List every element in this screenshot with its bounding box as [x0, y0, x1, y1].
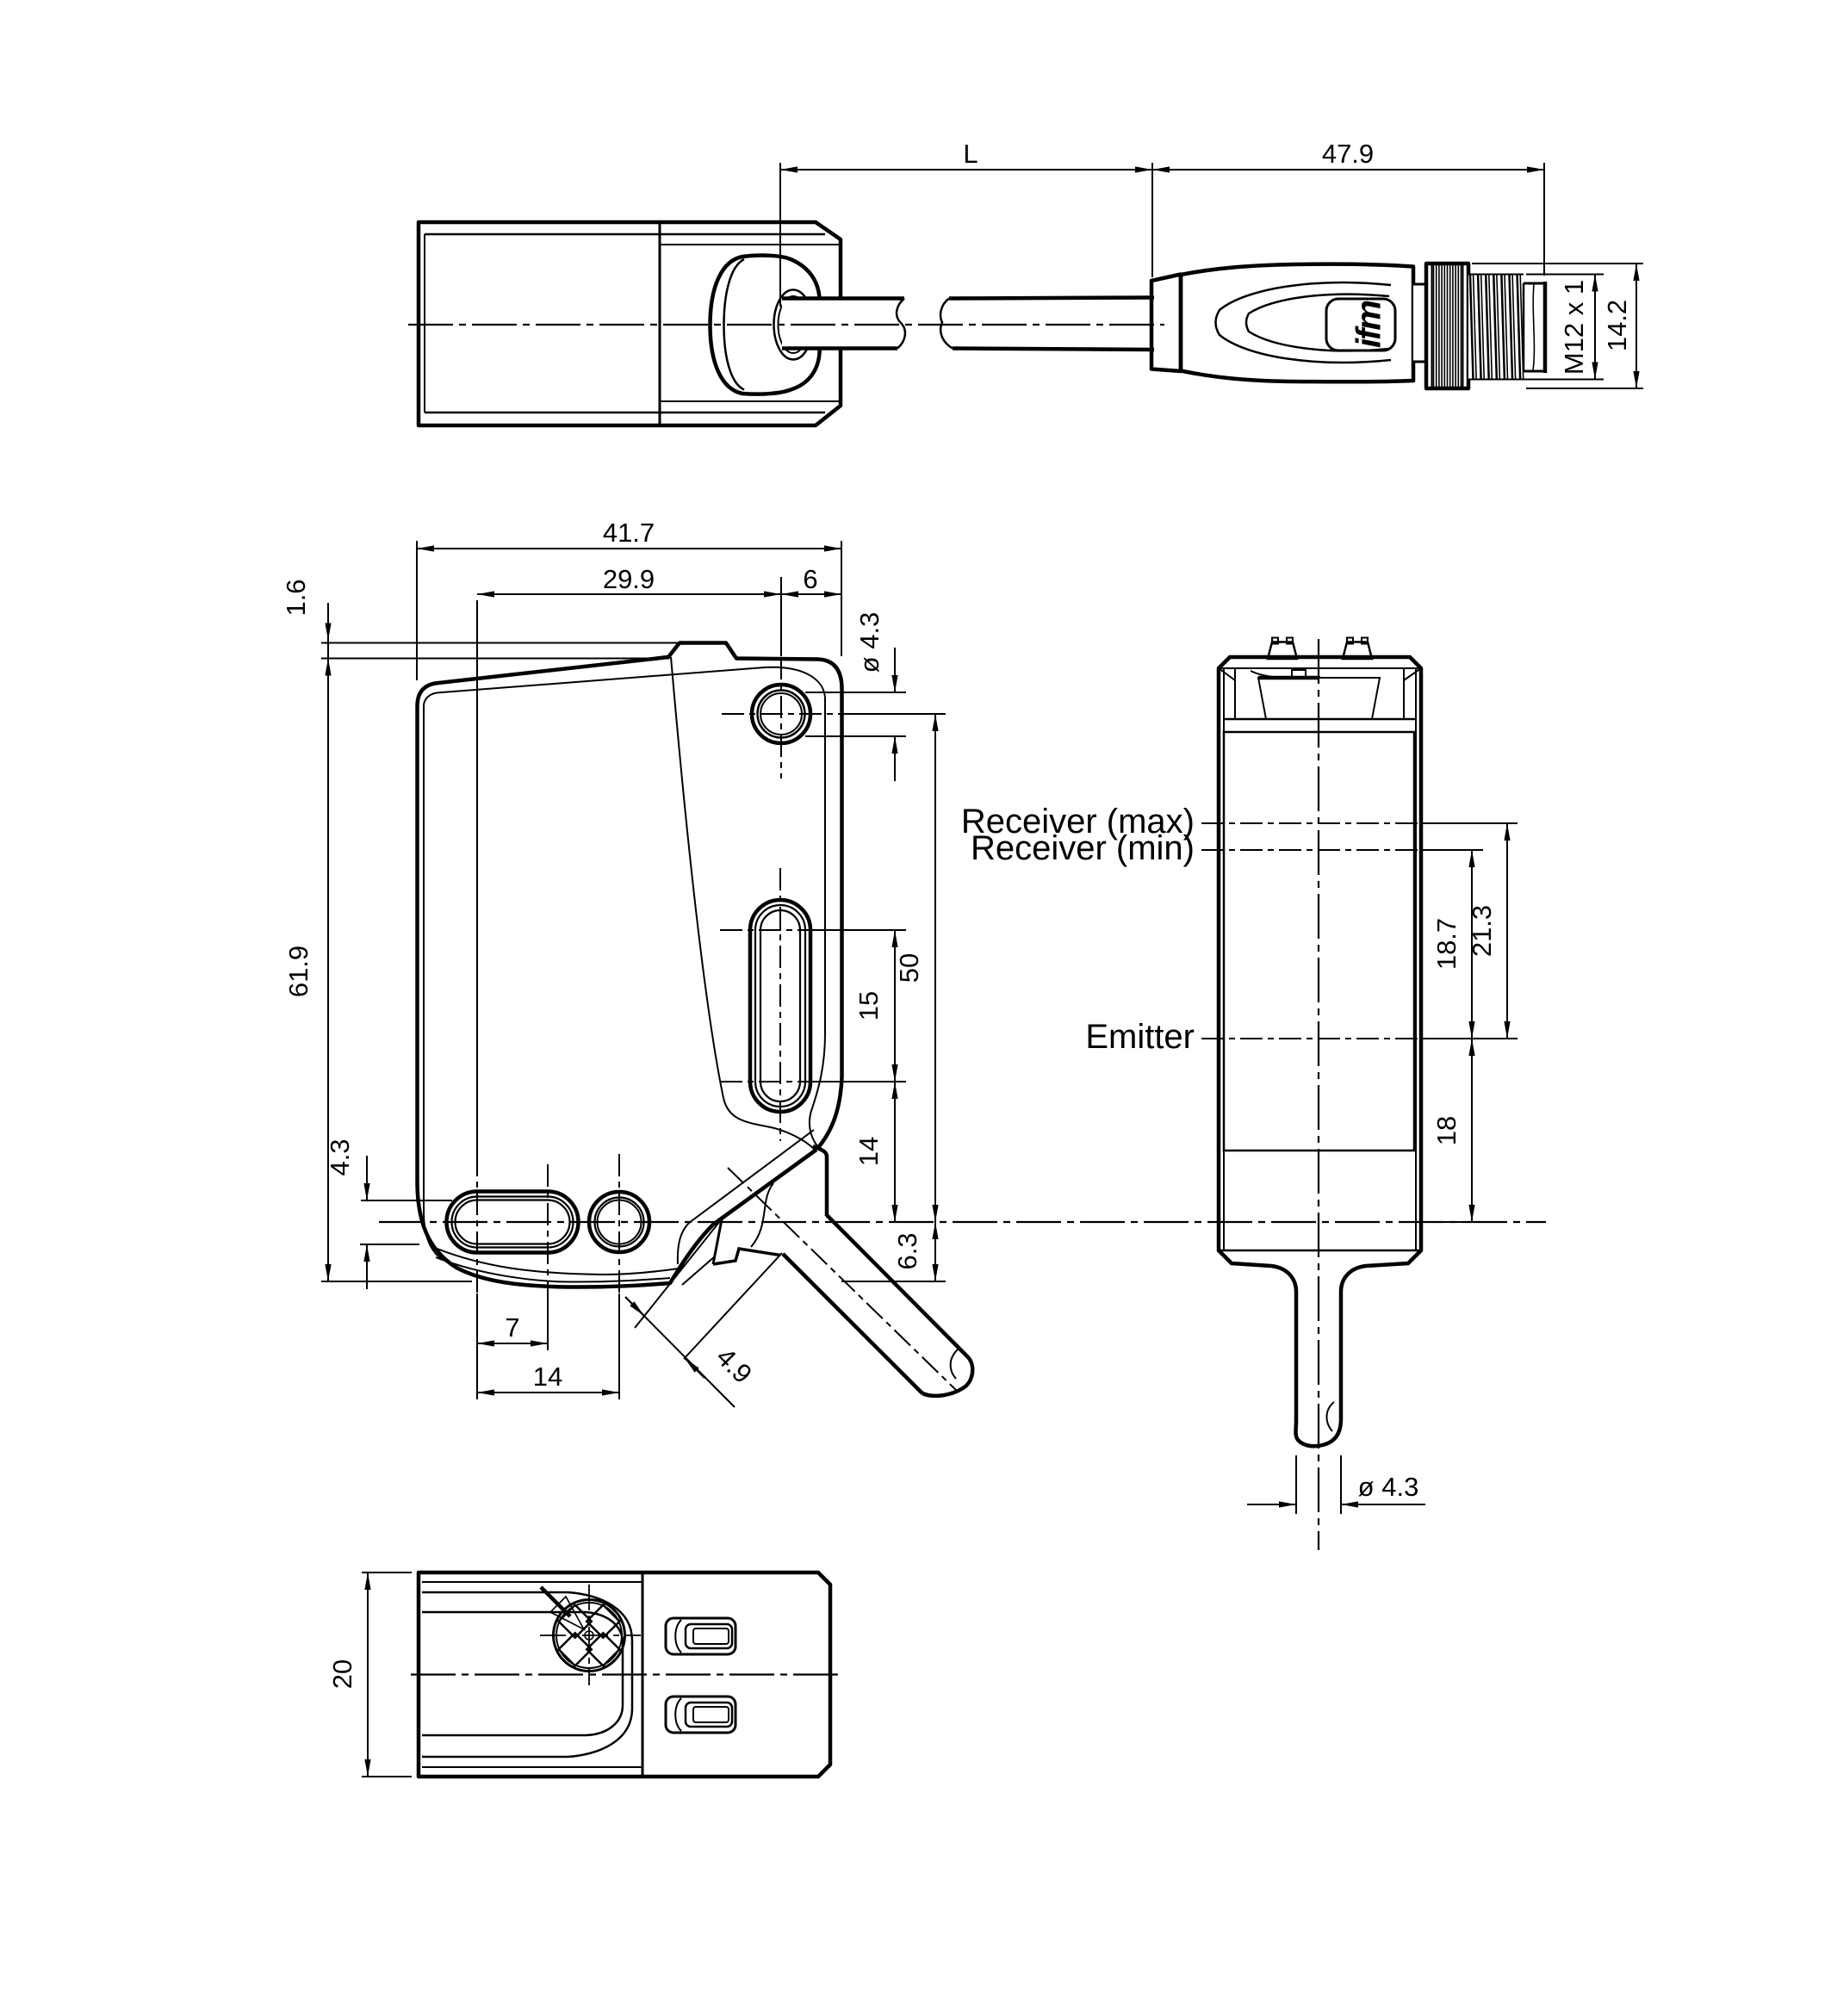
- svg-text:15: 15: [853, 991, 884, 1020]
- svg-text:18.7: 18.7: [1431, 918, 1462, 970]
- svg-text:61.9: 61.9: [283, 946, 313, 997]
- svg-text:Emitter: Emitter: [1085, 1018, 1195, 1056]
- svg-text:18: 18: [1431, 1116, 1462, 1145]
- svg-text:1.6: 1.6: [281, 579, 311, 616]
- svg-text:14: 14: [853, 1137, 884, 1166]
- svg-text:6.3: 6.3: [892, 1232, 922, 1269]
- svg-text:41.7: 41.7: [603, 518, 655, 548]
- svg-text:47.9: 47.9: [1322, 139, 1374, 169]
- svg-text:L: L: [963, 139, 978, 169]
- svg-text:Receiver (max): Receiver (max): [961, 803, 1195, 841]
- svg-text:4.3: 4.3: [325, 1138, 355, 1175]
- svg-text:ø 4.3: ø 4.3: [854, 612, 884, 673]
- svg-text:14: 14: [533, 1362, 562, 1392]
- svg-text:21.3: 21.3: [1467, 905, 1497, 957]
- svg-text:14.2: 14.2: [1602, 300, 1632, 351]
- svg-text:50: 50: [894, 953, 924, 983]
- svg-text:Receiver (min): Receiver (min): [971, 829, 1195, 867]
- svg-text:ifm: ifm: [1350, 301, 1388, 348]
- svg-text:6: 6: [803, 564, 817, 594]
- svg-text:ø 4.3: ø 4.3: [1358, 1472, 1419, 1502]
- svg-text:20: 20: [327, 1659, 357, 1689]
- svg-text:29.9: 29.9: [603, 564, 655, 594]
- svg-text:7: 7: [505, 1312, 519, 1343]
- svg-text:M12 x 1: M12 x 1: [1559, 280, 1589, 375]
